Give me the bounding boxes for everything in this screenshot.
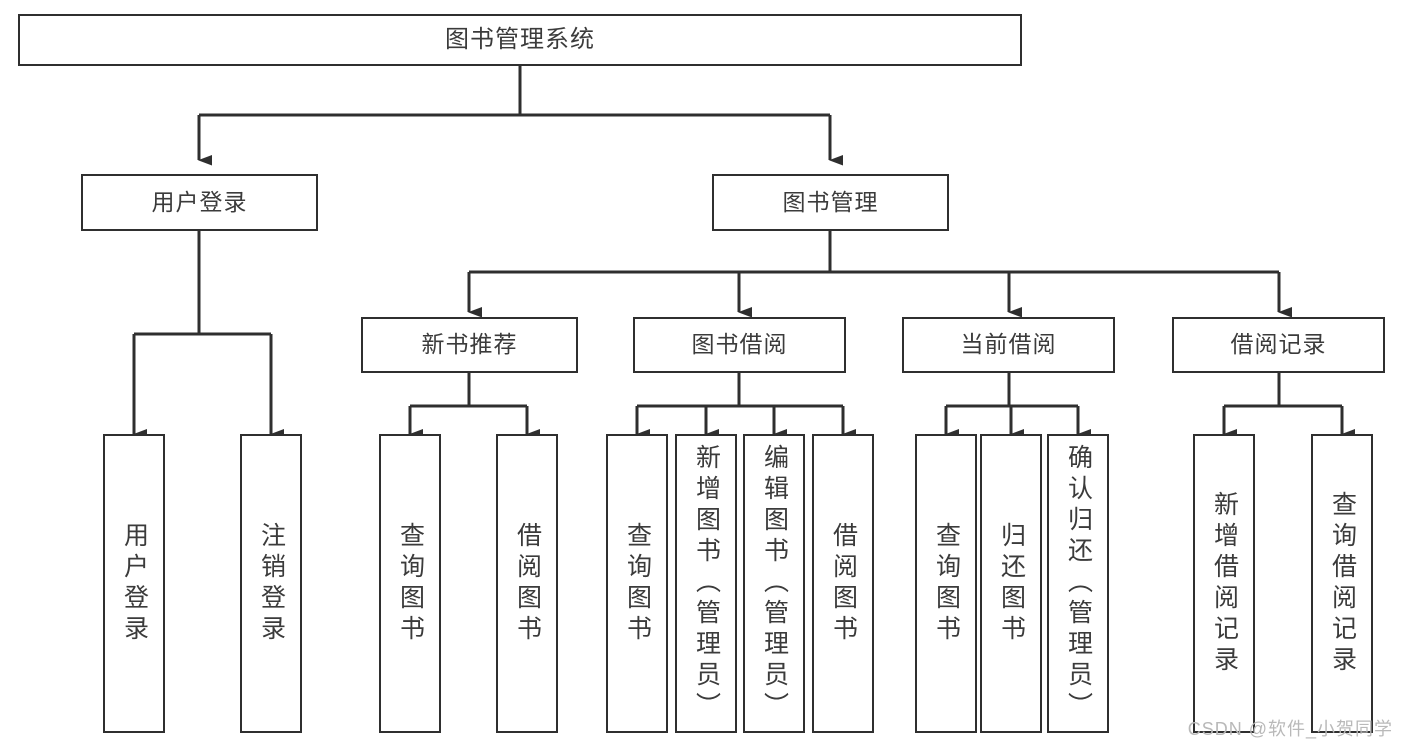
node-user-login-label: 用户登录 xyxy=(151,188,248,215)
node-leaf-query-book-1[interactable]: 查询图书 xyxy=(379,434,441,733)
node-leaf-edit-book-label: 编辑图书（管理员） xyxy=(760,444,789,723)
node-borrow-record[interactable]: 借阅记录 xyxy=(1172,317,1385,373)
node-leaf-add-book[interactable]: 新增图书（管理员） xyxy=(675,434,737,733)
node-leaf-query-book-2[interactable]: 查询图书 xyxy=(606,434,668,733)
node-leaf-query-book-3-label: 查询图书 xyxy=(932,521,961,646)
node-leaf-user-logout-label: 注销登录 xyxy=(257,521,286,646)
node-book-borrow-label: 图书借阅 xyxy=(691,331,788,358)
watermark-text: CSDN @软件_小贺同学 xyxy=(1187,719,1393,739)
node-leaf-borrow-book-2-label: 借阅图书 xyxy=(829,521,858,646)
node-book-manage[interactable]: 图书管理 xyxy=(712,174,949,231)
node-leaf-confirm-return-label: 确认归还（管理员） xyxy=(1064,444,1093,723)
node-current-borrow[interactable]: 当前借阅 xyxy=(902,317,1115,373)
node-leaf-user-logout[interactable]: 注销登录 xyxy=(240,434,302,733)
node-current-borrow-label: 当前借阅 xyxy=(960,331,1057,358)
node-leaf-query-record[interactable]: 查询借阅记录 xyxy=(1311,434,1373,733)
node-book-manage-label: 图书管理 xyxy=(782,188,879,215)
node-leaf-query-book-2-label: 查询图书 xyxy=(623,521,652,646)
node-root-label: 图书管理系统 xyxy=(445,25,595,53)
node-leaf-return-book-label: 归还图书 xyxy=(997,521,1026,646)
node-user-login[interactable]: 用户登录 xyxy=(81,174,318,231)
node-leaf-borrow-book-1[interactable]: 借阅图书 xyxy=(496,434,558,733)
node-leaf-borrow-book-1-label: 借阅图书 xyxy=(513,521,542,646)
node-leaf-query-book-1-label: 查询图书 xyxy=(396,521,425,646)
node-leaf-query-book-3[interactable]: 查询图书 xyxy=(915,434,977,733)
node-root[interactable]: 图书管理系统 xyxy=(18,14,1022,66)
node-leaf-return-book[interactable]: 归还图书 xyxy=(980,434,1042,733)
node-leaf-query-record-label: 查询借阅记录 xyxy=(1328,490,1357,677)
node-leaf-user-login-label: 用户登录 xyxy=(120,521,149,646)
node-new-book-recommend-label: 新书推荐 xyxy=(421,331,518,358)
node-leaf-edit-book[interactable]: 编辑图书（管理员） xyxy=(743,434,805,733)
node-new-book-recommend[interactable]: 新书推荐 xyxy=(361,317,578,373)
node-leaf-confirm-return[interactable]: 确认归还（管理员） xyxy=(1047,434,1109,733)
node-leaf-borrow-book-2[interactable]: 借阅图书 xyxy=(812,434,874,733)
node-book-borrow[interactable]: 图书借阅 xyxy=(633,317,846,373)
node-leaf-add-record-label: 新增借阅记录 xyxy=(1210,490,1239,677)
node-leaf-add-book-label: 新增图书（管理员） xyxy=(692,444,721,723)
node-leaf-user-login[interactable]: 用户登录 xyxy=(103,434,165,733)
node-leaf-add-record[interactable]: 新增借阅记录 xyxy=(1193,434,1255,733)
node-borrow-record-label: 借阅记录 xyxy=(1230,331,1327,358)
